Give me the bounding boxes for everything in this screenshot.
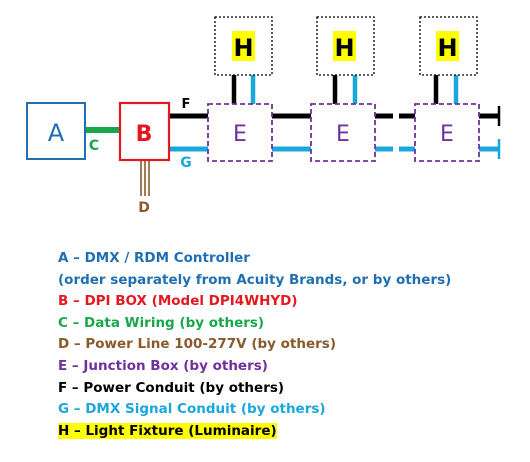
- fixture-drops: [231, 75, 459, 104]
- wiring-diagram: A B C D F G H H H E E E: [26, 16, 501, 216]
- legend-item-f: F – Power Conduit (by others): [58, 378, 518, 400]
- legend-text: C – Data Wiring (by others): [58, 314, 265, 331]
- junction-box-e-1: E: [207, 103, 273, 162]
- legend: A – DMX / RDM Controller (order separate…: [58, 248, 518, 442]
- fixture-label: H: [437, 34, 457, 62]
- fixture-label: H: [334, 34, 354, 62]
- legend-item-c: C – Data Wiring (by others): [58, 313, 518, 335]
- box-a-label: A: [48, 119, 65, 147]
- junction-box-e-2: E: [310, 103, 376, 162]
- light-fixture-h-2: H: [316, 16, 375, 76]
- dmx-signal-conduit-g: [169, 139, 501, 159]
- legend-text: E – Junction Box (by others): [58, 357, 268, 374]
- power-conduit-f: [169, 106, 501, 126]
- dmx-controller-a: A: [26, 102, 86, 160]
- legend-item-g: G – DMX Signal Conduit (by others): [58, 399, 518, 421]
- legend-item-a-note: (order separately from Acuity Brands, or…: [58, 270, 518, 292]
- label-f: F: [182, 97, 191, 112]
- junction-box-e-3: E: [414, 103, 480, 162]
- legend-item-d: D – Power Line 100-277V (by others): [58, 334, 518, 356]
- legend-text: F – Power Conduit (by others): [58, 379, 285, 396]
- fixture-label: H: [233, 34, 253, 62]
- label-c: C: [89, 138, 99, 154]
- legend-text: H – Light Fixture (Luminaire): [58, 422, 277, 439]
- legend-item-e: E – Junction Box (by others): [58, 356, 518, 378]
- light-fixture-h-3: H: [419, 16, 478, 76]
- box-b-label: B: [136, 122, 153, 147]
- legend-item-b: B – DPI BOX (Model DPI4WHYD): [58, 291, 518, 313]
- legend-text: (order separately from Acuity Brands, or…: [58, 271, 452, 288]
- legend-text: G – DMX Signal Conduit (by others): [58, 401, 326, 418]
- power-line-d: [140, 161, 150, 196]
- legend-item-a: A – DMX / RDM Controller: [58, 248, 518, 270]
- legend-text: D – Power Line 100-277V (by others): [58, 336, 337, 353]
- legend-text: B – DPI BOX (Model DPI4WHYD): [58, 293, 298, 310]
- dpi-box-b: B: [118, 101, 171, 162]
- legend-item-h: H – Light Fixture (Luminaire): [58, 421, 518, 443]
- junction-box-label: E: [233, 122, 247, 147]
- junction-box-label: E: [336, 122, 350, 147]
- label-g: G: [180, 155, 192, 171]
- junction-box-label: E: [440, 122, 454, 147]
- light-fixture-h-1: H: [214, 16, 273, 76]
- label-d: D: [138, 200, 150, 216]
- legend-text: A – DMX / RDM Controller: [58, 250, 250, 266]
